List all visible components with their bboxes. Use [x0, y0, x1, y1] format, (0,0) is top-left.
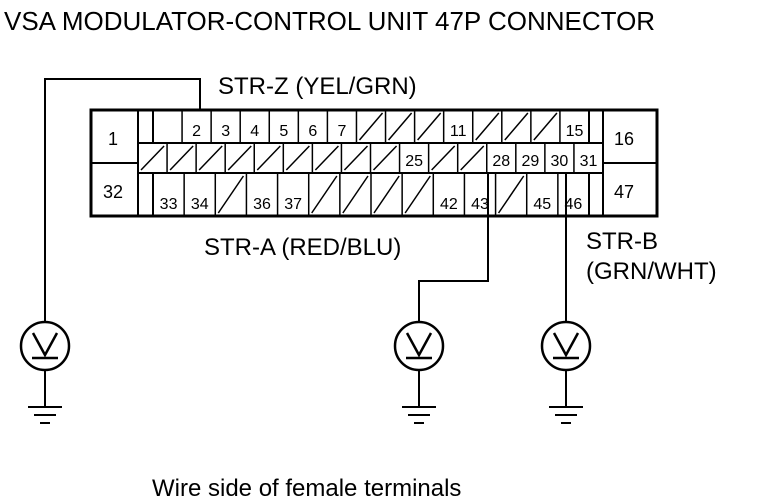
ground-icon	[402, 406, 436, 424]
wire-str-a	[418, 173, 489, 322]
blank-terminal-slash	[460, 145, 485, 171]
terminal-47: 47	[614, 182, 634, 202]
blank-terminal-slash	[404, 175, 431, 214]
blank-terminal-slash	[314, 145, 339, 171]
blank-terminal-slash	[217, 175, 245, 214]
blank-terminal-slash	[504, 112, 529, 141]
blank-terminal-slash	[417, 112, 442, 141]
terminal-number: 42	[440, 196, 458, 213]
str-a-label: STR-A (RED/BLU)	[204, 234, 401, 261]
diagram-title: VSA MODULATOR-CONTROL UNIT 47P CONNECTOR	[4, 6, 655, 36]
ground-icon	[28, 406, 62, 424]
voltmeter-icon	[393, 320, 445, 407]
terminal-row-bottom: 33 34 36 37 42 43 45 46	[160, 173, 583, 216]
terminal-row-middle: 25 28 29 30 31	[140, 143, 598, 173]
blank-terminal-slash	[387, 112, 413, 141]
str-b-color-label: (GRN/WHT)	[586, 258, 717, 285]
blank-terminal-slash	[311, 175, 338, 214]
terminal-number: 43	[471, 196, 489, 213]
blank-terminal-slash	[343, 145, 369, 171]
blank-terminal-slash	[285, 145, 310, 171]
terminal-row-top: 2 3 4 5 6 7 11 15	[181, 110, 584, 143]
voltmeter-icon	[540, 320, 592, 407]
blank-terminal-slash	[431, 145, 456, 171]
blank-terminal-slash	[140, 145, 165, 171]
terminal-number: 34	[191, 196, 209, 213]
str-z-label: STR-Z (YEL/GRN)	[218, 73, 417, 100]
ground-icon	[549, 406, 583, 424]
blank-terminal-slash	[198, 145, 223, 171]
terminal-number: 25	[405, 153, 423, 170]
terminal-number: 6	[308, 123, 317, 140]
terminal-number: 11	[450, 123, 467, 140]
terminal-number: 33	[160, 196, 178, 213]
wire-str-z	[44, 78, 201, 322]
voltmeter-icon	[19, 320, 71, 407]
str-b-label: STR-B	[586, 228, 658, 255]
terminal-32: 32	[103, 182, 123, 202]
blank-terminal-slash	[342, 175, 369, 214]
blank-terminal-slash	[169, 145, 194, 171]
blank-terminal-slash	[373, 175, 400, 214]
terminal-number: 36	[253, 196, 271, 213]
blank-terminal-slash	[475, 112, 500, 141]
terminal-number: 3	[221, 123, 230, 140]
blank-terminal-slash	[256, 145, 281, 171]
blank-terminal-slash	[372, 145, 398, 171]
terminal-number: 28	[492, 153, 510, 170]
terminal-16: 16	[614, 129, 634, 149]
blank-terminal-slash	[358, 112, 384, 141]
terminal-number: 5	[279, 123, 288, 140]
terminal-number: 46	[565, 196, 583, 213]
terminal-number: 37	[284, 196, 302, 213]
blank-terminal-slash	[533, 112, 558, 141]
blank-terminal-slash	[497, 175, 525, 214]
terminal-number: 30	[551, 153, 569, 170]
footer-caption: Wire side of female terminals	[152, 475, 461, 502]
terminal-number: 15	[566, 123, 584, 140]
terminal-number: 29	[521, 153, 539, 170]
terminal-number: 7	[337, 123, 346, 140]
terminal-number: 31	[580, 153, 598, 170]
terminal-1: 1	[108, 129, 118, 149]
terminal-number: 2	[192, 123, 201, 140]
terminal-number: 4	[250, 123, 259, 140]
blank-terminal-slash	[227, 145, 252, 171]
terminal-number: 45	[533, 196, 551, 213]
